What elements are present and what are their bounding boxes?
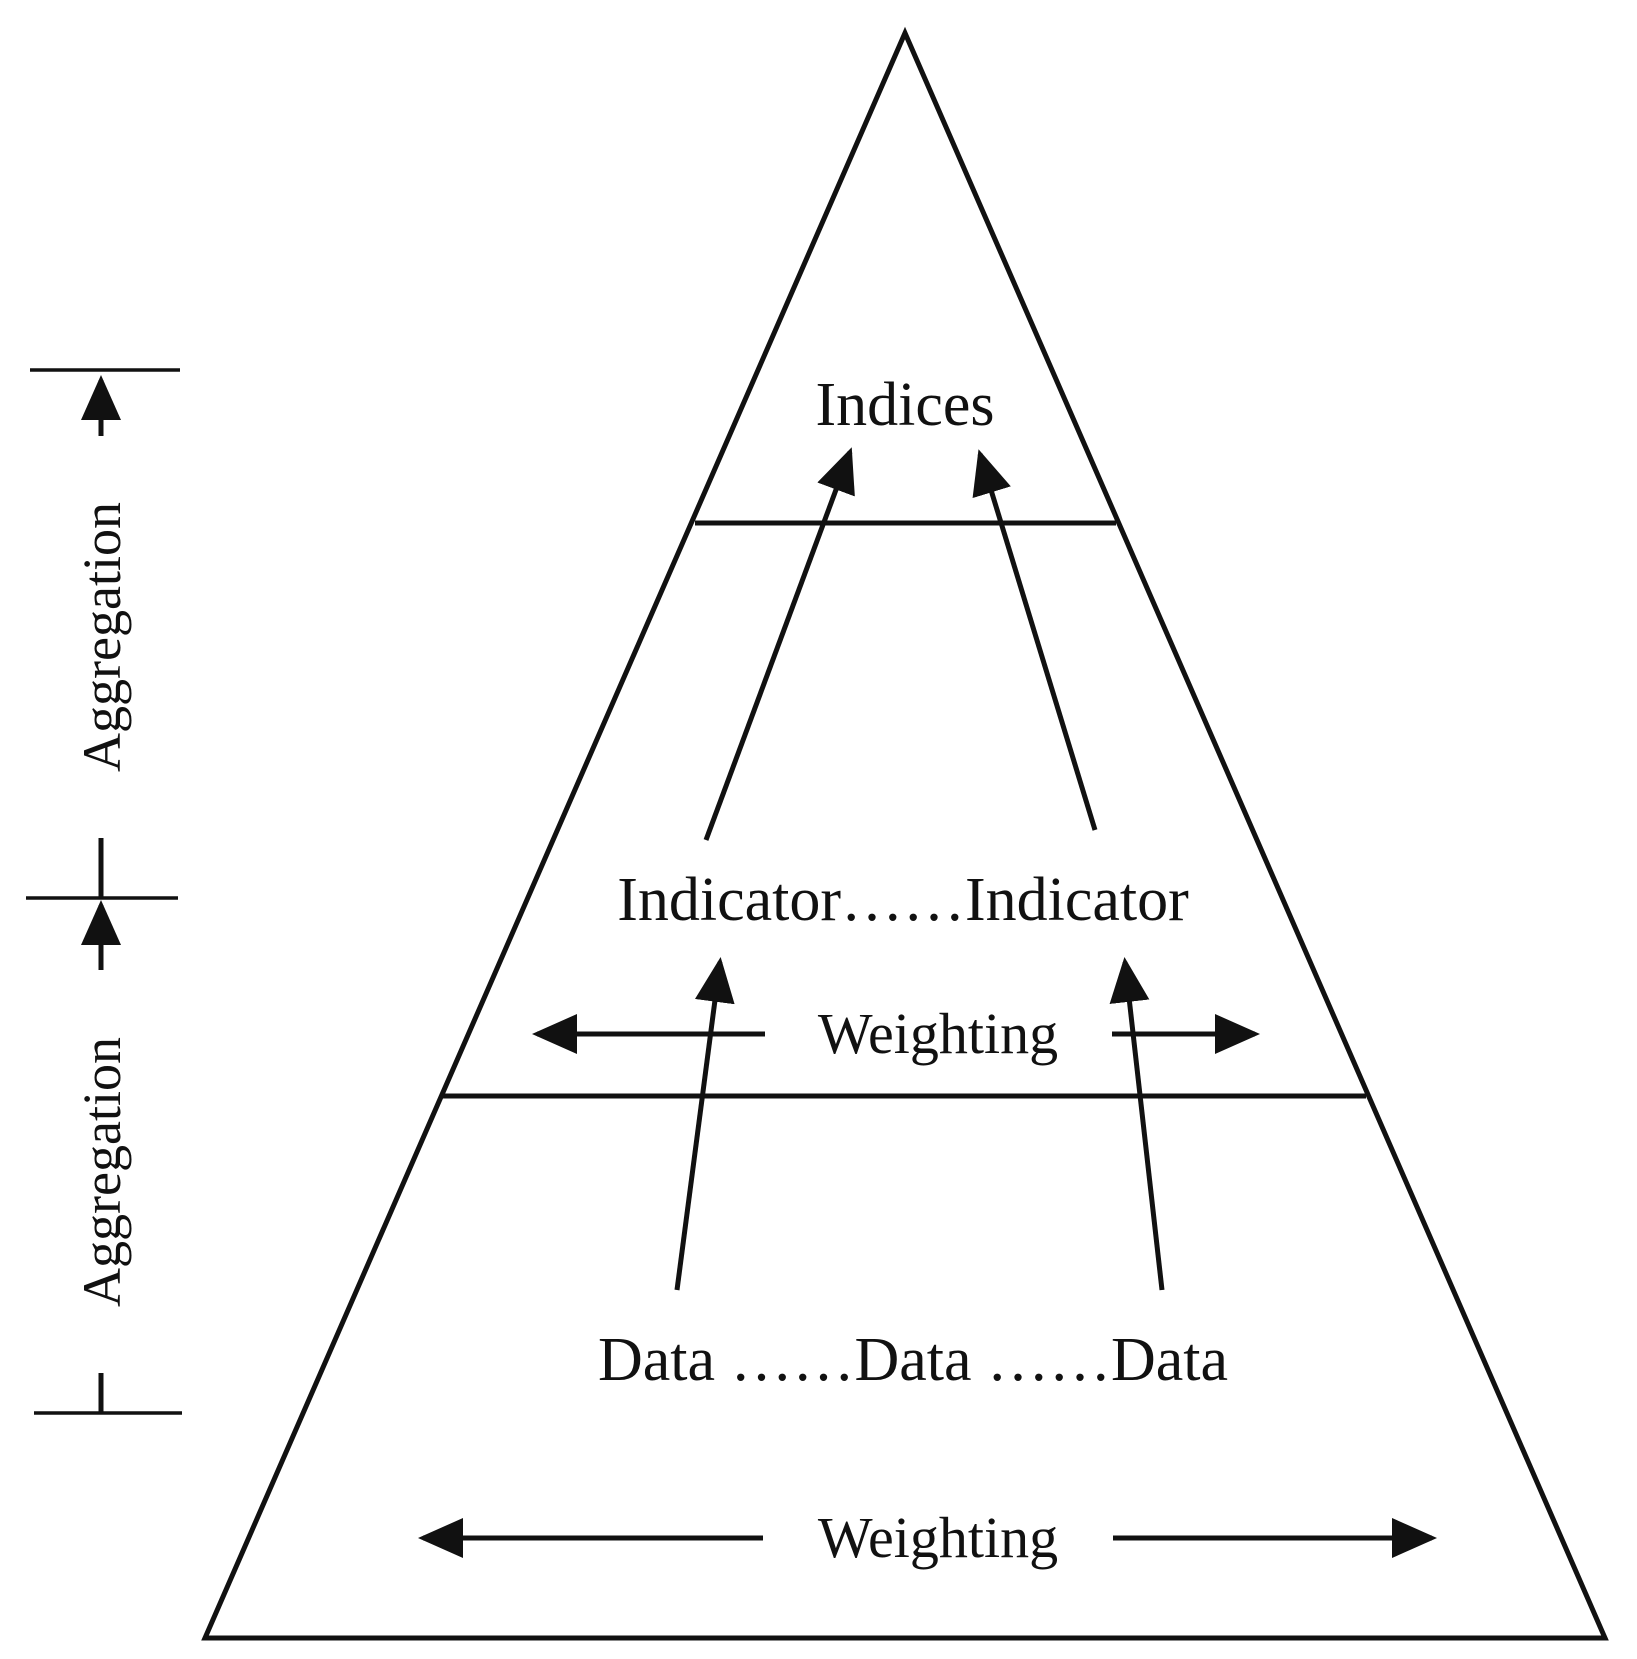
- lower-weighting-label: Weighting: [818, 1505, 1058, 1570]
- arrow-data-to-indicator-left: [674, 957, 735, 1291]
- level-label-indicators: Indicator……Indicator: [617, 866, 1189, 934]
- level-label-data: Data ……Data ……Data: [598, 1326, 1228, 1394]
- lower-aggregation-label: Aggregation: [72, 1037, 132, 1307]
- level-label-indices: Indices: [815, 371, 994, 439]
- upper-weighting-label: Weighting: [818, 1001, 1058, 1066]
- upper-aggregation-label: Aggregation: [72, 502, 132, 772]
- arrow-indicator-to-indices-right: [972, 449, 1098, 831]
- pyramid-outline: [201, 26, 1609, 1641]
- arrow-indicator-to-indices-left: [703, 447, 855, 841]
- arrow-data-to-indicator-right: [1109, 957, 1165, 1291]
